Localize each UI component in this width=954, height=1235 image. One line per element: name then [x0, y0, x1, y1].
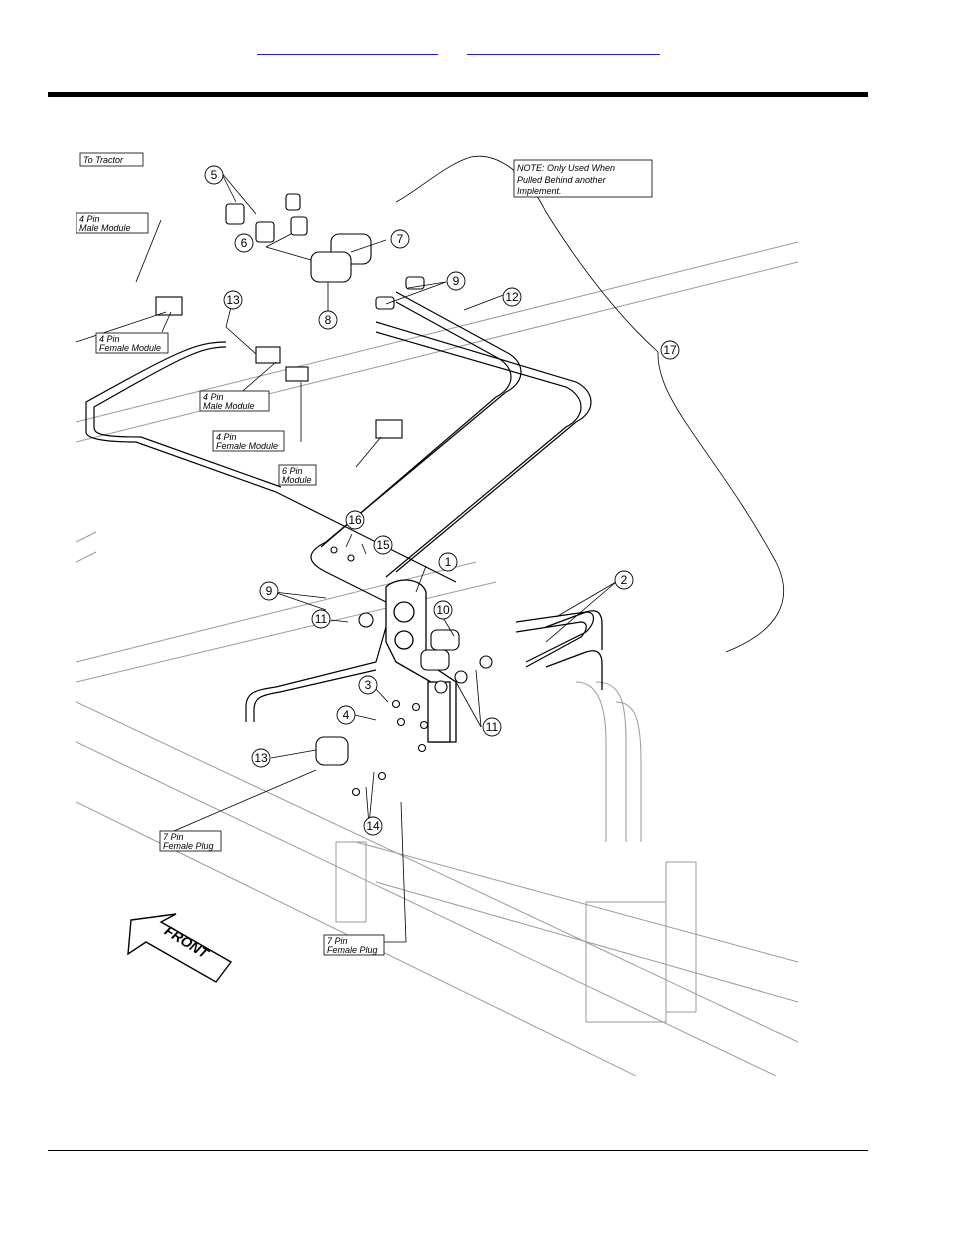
callout-8: 8	[325, 313, 332, 327]
footer-rule	[48, 1150, 868, 1151]
header-rule	[48, 92, 868, 97]
callout-4: 4	[343, 708, 350, 722]
female-module-b-line-2: Female Module	[216, 441, 278, 451]
header-link-1[interactable]	[257, 42, 438, 55]
callout-13-top: 13	[226, 293, 240, 307]
parts-diagram-svg: FRONT 5 6 7 8 9 12 13 17 16 15 1 2	[76, 142, 798, 1076]
note-line-1: NOTE: Only Used When	[517, 163, 615, 173]
header-links	[0, 42, 954, 58]
callout-5: 5	[211, 168, 218, 182]
callout-9-bottom: 9	[266, 584, 273, 598]
leader-lines	[76, 156, 784, 942]
callout-15: 15	[376, 538, 390, 552]
header-link-2[interactable]	[467, 42, 660, 55]
callout-1: 1	[445, 555, 452, 569]
male-module-b-line-2: Male Module	[203, 401, 255, 411]
seven-pin-a-line-2: Female Plug	[163, 841, 214, 851]
front-arrow: FRONT	[128, 914, 231, 982]
callout-2: 2	[621, 573, 628, 587]
callout-3: 3	[365, 678, 372, 692]
callout-13-bottom: 13	[254, 751, 268, 765]
to-tractor-label: To Tractor	[83, 155, 124, 165]
callout-16: 16	[348, 513, 362, 527]
parts-diagram: FRONT 5 6 7 8 9 12 13 17 16 15 1 2	[76, 142, 798, 1076]
male-module-a-line-2: Male Module	[79, 223, 131, 233]
callout-9-top: 9	[453, 274, 460, 288]
callout-12: 12	[505, 290, 519, 304]
seven-pin-b-line-2: Female Plug	[327, 945, 378, 955]
six-pin-line-2: Module	[282, 475, 312, 485]
callout-11-left: 11	[315, 612, 328, 626]
callout-14: 14	[366, 819, 380, 833]
callout-6: 6	[241, 236, 248, 250]
callout-10: 10	[436, 603, 450, 617]
callout-11-right: 11	[486, 720, 499, 734]
callout-17: 17	[663, 343, 677, 357]
note-line-2: Pulled Behind another	[517, 175, 607, 185]
female-module-a-line-2: Female Module	[99, 343, 161, 353]
note-line-3: Implement.	[517, 186, 562, 196]
callout-7: 7	[397, 232, 404, 246]
